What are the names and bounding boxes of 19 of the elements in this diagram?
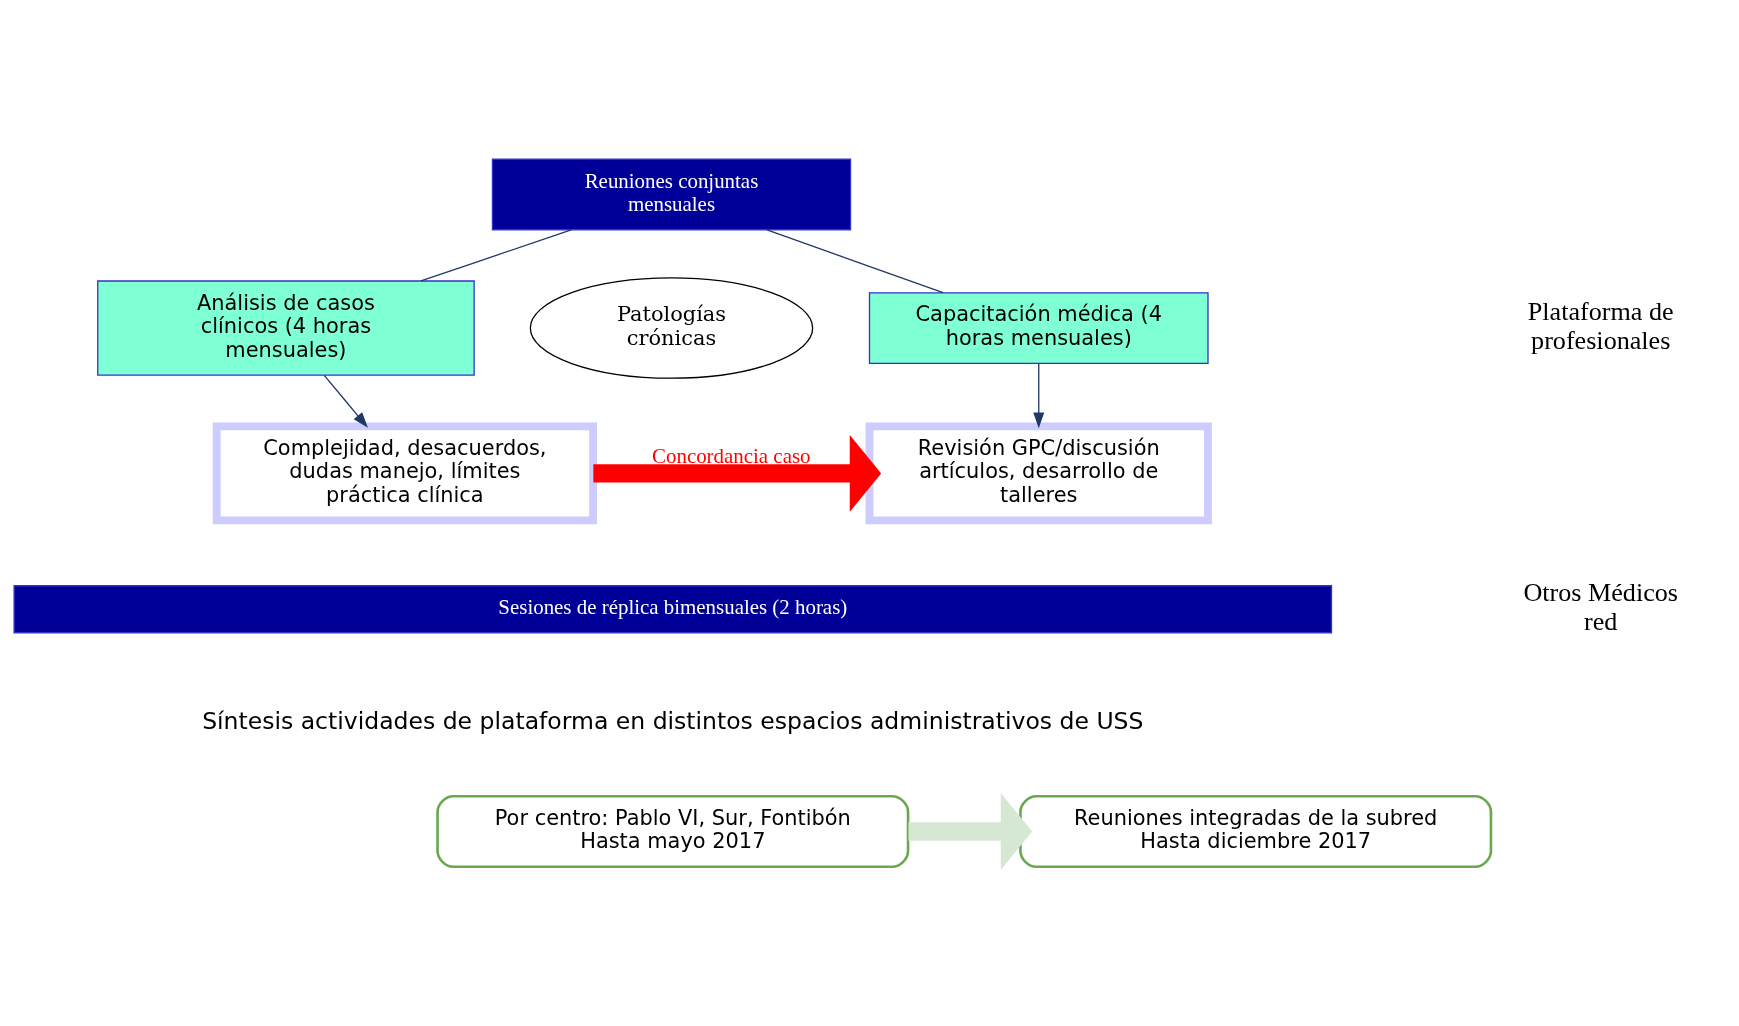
- label: Síntesis actividades de plataforma en distintos espacios administrativos de USS: [202, 706, 1144, 735]
- node-box: Por centro: Pablo VI, Sur, Fontibón Hasta mayo 2017: [436, 794, 910, 869]
- node-box: Reuniones integradas de la subred Hasta diciembre 2017: [1019, 794, 1493, 869]
- connector: [420, 229, 572, 282]
- arrow: [908, 793, 1033, 870]
- arrow: [323, 374, 368, 428]
- arrow: [1033, 362, 1045, 429]
- node-box: Revisión GPC/discusión artículos, desarrollo de talleres: [865, 422, 1212, 525]
- label: Otros Médicos red: [1523, 578, 1679, 637]
- node-box: Sesiones de réplica bimensuales (2 horas): [13, 585, 1333, 634]
- edge-label: Concordancia caso: [652, 443, 811, 468]
- node-box: Análisis de casos clínicos (4 horas mensuales): [97, 280, 475, 376]
- arrow: [593, 434, 882, 512]
- node-box: Capacitación médica (4 horas mensuales): [868, 292, 1209, 364]
- node-ellipse: Patologías crónicas: [529, 277, 814, 379]
- node-box: Complejidad, desacuerdos, dudas manejo, límites práctica clínica: [212, 422, 597, 525]
- node-box: Reuniones conjuntas mensuales: [491, 158, 852, 231]
- label: Plataforma de profesionales: [1527, 297, 1674, 355]
- connector: [766, 229, 944, 294]
